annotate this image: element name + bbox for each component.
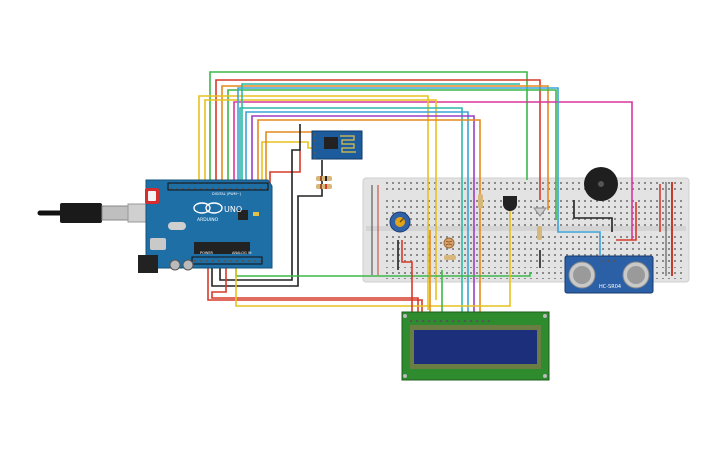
digital-header-label: DIGITAL (PWM~) [212,192,242,196]
wire-black-right[interactable] [573,200,613,232]
piezo-buzzer[interactable] [584,167,618,201]
wire-orange-2[interactable] [257,119,481,312]
potentiometer[interactable] [389,211,411,233]
wire-green[interactable] [209,71,528,185]
wire-yellow-2[interactable] [204,99,437,300]
ultrasonic-sensor[interactable]: HC-SR04 [564,255,654,294]
wire-yellow-bottom[interactable] [235,205,511,307]
resistor-esp-2[interactable] [316,184,332,189]
analog-label: ANALOG IN [232,251,252,255]
wire-orange[interactable] [221,85,549,210]
wire-red-right[interactable] [616,202,637,241]
esp8266-wifi-module[interactable] [311,130,363,160]
wire-yellow-esp[interactable] [261,141,316,185]
wire-blue-top[interactable] [237,87,601,255]
tilt-sensor[interactable] [533,207,547,217]
arduino-logo-icon [193,202,223,214]
wire-yellow[interactable] [198,95,429,310]
wire-black-esp[interactable] [219,124,301,281]
tmp-sensor[interactable] [503,196,517,211]
wire-red[interactable] [215,79,541,200]
wire-red-esp[interactable] [269,150,301,185]
wire-teal[interactable] [239,107,463,312]
wire-teal-top[interactable] [241,83,520,185]
wire-black-esp-2[interactable] [211,160,323,287]
wire-purple[interactable] [251,115,475,312]
resistor-breadboard-1[interactable] [478,194,483,208]
arduino-model-label: UNO [224,205,242,214]
wire-red-pot[interactable] [401,240,413,312]
wire-orange-esp[interactable] [265,131,330,185]
photoresistor[interactable] [443,237,456,260]
resistor-esp-1[interactable] [316,176,332,181]
usb-cable[interactable] [37,203,159,223]
power-label: POWER [200,251,214,255]
ultrasonic-label: HC-SR04 [599,284,621,290]
arduino-uno[interactable]: UNO ARDUINO DIGITAL (PWM~) POWER ANALOG … [138,179,273,273]
wire-pink[interactable] [233,101,633,240]
resistor-breadboard-2[interactable] [537,226,542,240]
wire-green-2[interactable] [227,89,557,220]
lcd-16x2[interactable] [401,311,550,381]
arduino-brand-label: ARDUINO [197,217,219,223]
wires [198,71,661,312]
wire-blue[interactable] [245,111,469,312]
